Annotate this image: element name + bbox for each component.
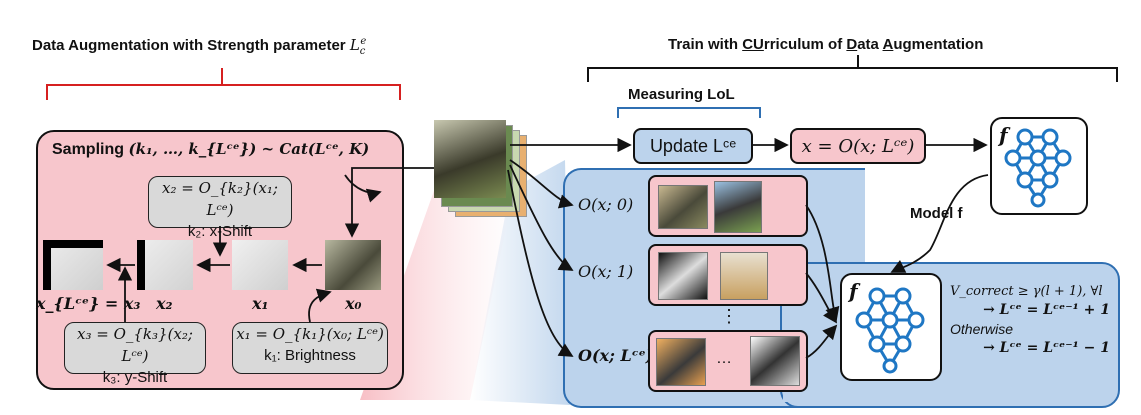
- network-top-graph: [1004, 128, 1072, 208]
- aug-row-L: …: [648, 330, 808, 392]
- measuring-lol-label: Measuring LoL: [628, 86, 735, 103]
- network-bottom-graph: [855, 287, 925, 374]
- aug-row-L-ellipsis: …: [716, 350, 732, 367]
- arrow-box1: [308, 288, 332, 323]
- right-title-p4: ata: [857, 36, 883, 53]
- aug-row-1: [648, 244, 808, 306]
- right-title-p3: D: [846, 36, 858, 53]
- image-x3: [43, 240, 103, 290]
- update-label: Update Lᶜᵉ: [649, 136, 737, 156]
- sampling-formula: (k₁, …, k_{Lᶜᵉ}) ~ Cat(Lᶜᵉ, K): [128, 140, 370, 158]
- left-title: Data Augmentation with Strength paramete…: [32, 36, 366, 57]
- result-2: → Lᶜᵉ = Lᶜᵉ⁻¹ − 1: [983, 340, 1110, 356]
- right-title-p6: ugmentation: [893, 36, 984, 53]
- aug-row-0-img-2: [714, 181, 762, 233]
- arrow-row0-to-net: [805, 204, 840, 322]
- op-box-x2: x₂ = O_{k₂}(x₁; Lᶜᵉ) k₂: x-Shift: [148, 176, 292, 240]
- vertical-dots: ⋮: [720, 306, 738, 326]
- sampling-row: Sampling (k₁, …, k_{Lᶜᵉ}) ~ Cat(Lᶜᵉ, K): [52, 140, 369, 159]
- op-box-x3: x₃ = O_{k₃}(x₂; Lᶜᵉ) k₃: y-Shift: [64, 322, 206, 386]
- funnel-right: [470, 160, 570, 405]
- right-title-p1: CU: [742, 36, 764, 53]
- aug-row-1-img-1: [658, 252, 708, 300]
- op-label-0: O(x; 0): [578, 195, 634, 214]
- op-box-x3-formula: x₃ = O_{k₃}(x₂; Lᶜᵉ): [77, 325, 193, 365]
- arrow-rowL-to-net: [805, 324, 838, 359]
- label-x2: x₂: [156, 294, 173, 313]
- right-brace: [587, 55, 1118, 82]
- stack-image-front: [434, 120, 506, 198]
- arrow-sampling: [344, 174, 382, 203]
- arrow-stack-to-x0: [344, 167, 434, 238]
- label-x1: x₁: [252, 294, 269, 313]
- aug-row-L-img-2: [750, 336, 800, 386]
- result-1: → Lᶜᵉ = Lᶜᵉ⁻¹ + 1: [983, 302, 1110, 318]
- condition-1: V_correct ≥ γ(l + 1), ∀l: [950, 284, 1103, 299]
- left-title-symbol: Lce: [349, 36, 367, 57]
- right-title: Train with CUrriculum of Data Augmentati…: [668, 36, 983, 53]
- op-label-1: O(x; 1): [578, 262, 634, 281]
- op-box-x1: x₁ = O_{k₁}(x₀; Lᶜᵉ) k₁: Brightness: [232, 322, 388, 374]
- network-bottom-f: f: [849, 279, 858, 303]
- left-title-sym-text: L: [349, 36, 360, 54]
- arrow-stack-to-o1: [509, 164, 574, 271]
- op-label-L: O(x; Lᶜᵉ): [578, 346, 654, 365]
- condition-block: V_correct ≥ γ(l + 1), ∀l → Lᶜᵉ = Lᶜᵉ⁻¹ +…: [950, 282, 1110, 358]
- left-title-text: Data Augmentation with Strength paramete…: [32, 37, 346, 54]
- image-x1: [232, 240, 288, 290]
- right-title-p2: rriculum of: [763, 36, 847, 53]
- measuring-brace: [617, 107, 761, 118]
- image-x2: [137, 240, 193, 290]
- condition-otherwise: Otherwise: [950, 321, 1014, 337]
- aug-row-1-img-2: [720, 252, 768, 300]
- transform-box: x = O(x; Lᶜᵉ): [790, 128, 926, 164]
- op-box-x1-op: k₁: Brightness: [264, 347, 356, 364]
- network-top-f: f: [999, 123, 1008, 147]
- arrow-row1-to-net: [805, 272, 837, 324]
- arrow-stack-to-o0: [509, 159, 574, 209]
- op-box-x1-formula: x₁ = O_{k₁}(x₀; Lᶜᵉ): [236, 325, 384, 343]
- left-brace: [46, 68, 401, 100]
- aug-row-0-img-1: [658, 185, 708, 229]
- update-box: Update Lᶜᵉ: [633, 128, 753, 164]
- arrow-model: [890, 174, 989, 273]
- image-x0: [325, 240, 381, 290]
- transform-formula: x = O(x; Lᶜᵉ): [801, 136, 915, 157]
- sampling-label: Sampling: [52, 141, 125, 158]
- label-x0: x₀: [345, 294, 362, 313]
- right-title-p5: A: [882, 36, 894, 53]
- aug-row-0: [648, 175, 808, 237]
- arrow-stack-to-oL: [507, 169, 574, 357]
- aug-row-L-img-1: [656, 338, 706, 386]
- label-xL: x_{Lᶜᵉ} = x₃: [36, 294, 141, 313]
- op-box-x3-op: k₃: y-Shift: [102, 369, 168, 386]
- right-title-p0: Train with: [668, 36, 743, 53]
- op-box-x2-formula: x₂ = O_{k₂}(x₁; Lᶜᵉ): [162, 179, 278, 219]
- network-box-bottom: f: [840, 273, 942, 381]
